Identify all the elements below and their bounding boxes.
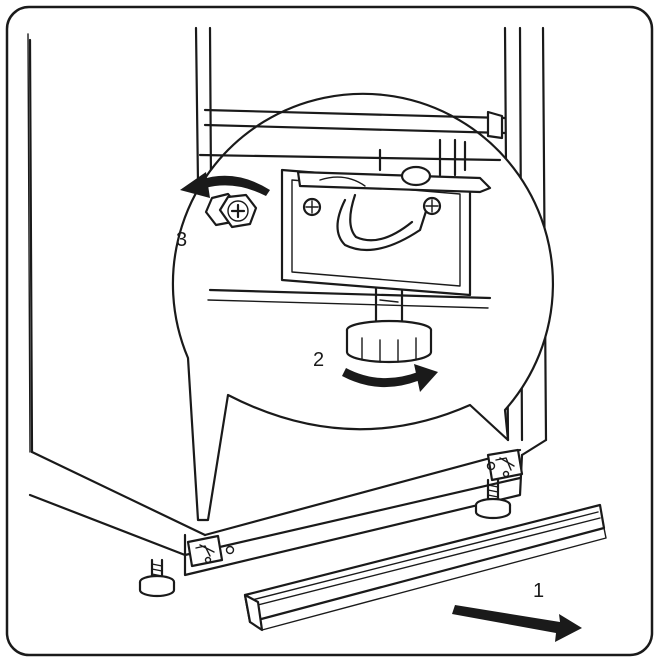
magnified-detail: [171, 92, 555, 522]
figure-frame: [5, 5, 654, 657]
callout-label-3: 3: [176, 229, 187, 251]
kickplate-cover: [243, 503, 607, 632]
adjusting-foot-stem: [345, 286, 433, 364]
screw-icon: [422, 196, 442, 216]
nut-icon: [204, 192, 258, 229]
callout-label-1: 1: [533, 580, 544, 602]
adjustable-foot-left: [138, 558, 176, 598]
pull-arrow-icon: [452, 605, 582, 642]
base-bracket-right: [486, 448, 524, 482]
adjustable-foot-right: [474, 478, 512, 520]
rotate-cw-arrow-icon: [342, 364, 438, 392]
base-bracket-left: [186, 534, 235, 568]
hinge-plate: [280, 165, 492, 297]
rotate-ccw-arrow-icon: [180, 172, 270, 198]
callout-label-2: 2: [313, 349, 324, 371]
screw-icon: [302, 197, 322, 217]
